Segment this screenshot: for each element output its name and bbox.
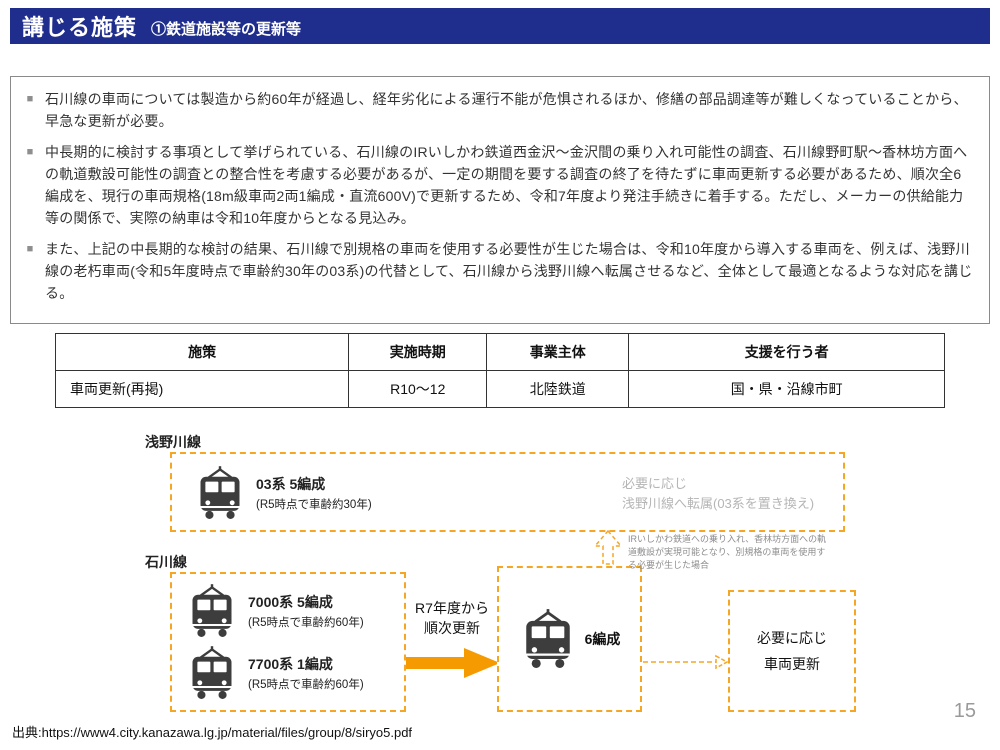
update-arrow-icon (406, 648, 500, 678)
train-text: 7000系 5編成 (R5時点で車齢約60年) (248, 592, 364, 630)
update-arrow-label: R7年度から 順次更新 (415, 600, 489, 636)
train-text: 7700系 1編成 (R5時点で車齢約60年) (248, 654, 364, 692)
ishikawa-line-label: 石川線 (145, 554, 187, 570)
new-fleet-box: 6編成 (497, 566, 642, 712)
bullet-item: ■ 石川線の車両については製造から約60年が経過し、経年劣化による運行不能が危惧… (23, 88, 975, 132)
train-name: 7700系 1編成 (248, 656, 333, 672)
bullet-text: 中長期的に検討する事項として挙げられている、石川線のIRいしかわ鉄道西金沢〜金沢… (45, 144, 968, 226)
train-name: 03系 5編成 (256, 476, 326, 492)
summary-box: ■ 石川線の車両については製造から約60年が経過し、経年劣化による運行不能が危惧… (10, 76, 990, 324)
table-header-supporters: 支援を行う者 (628, 333, 945, 371)
train-unit-03: 03系 5編成 (R5時点で車齢約30年) (194, 464, 372, 522)
bullet-item: ■ また、上記の中長期的な検討の結果、石川線で別規格の車両を使用する必要性が生じ… (23, 238, 975, 304)
table-cell-period: R10〜12 (348, 370, 488, 408)
future-update-arrow-icon (643, 654, 729, 670)
table-header-operator: 事業主体 (486, 333, 630, 371)
table-header-measure: 施策 (54, 333, 350, 371)
asanogawa-line-label: 浅野川線 (145, 434, 201, 450)
bullet-square-icon: ■ (26, 93, 34, 105)
table-cell-supporters: 国・県・沿線市町 (628, 370, 945, 408)
future-update-box: 必要に応じ 車両更新 (728, 590, 856, 712)
train-name: 7000系 5編成 (248, 594, 333, 610)
transfer-up-arrow-icon (593, 529, 623, 565)
train-age-note: (R5時点で車齢約60年) (248, 617, 364, 629)
fleet-diagram: 浅野川線 03系 5編成 (R5時点で車齢約30年) 必要に応じ 浅野川線へ転属… (0, 428, 1000, 718)
train-icon (194, 464, 246, 522)
bullet-text: また、上記の中長期的な検討の結果、石川線で別規格の車両を使用する必要性が生じた場… (45, 241, 973, 301)
table-row: 車両更新(再掲) R10〜12 北陸鉄道 国・県・沿線市町 (54, 370, 945, 408)
source-text: 出典:https://www4.city.kanazawa.lg.jp/mate… (12, 725, 413, 740)
train-icon (186, 644, 238, 702)
bullet-square-icon: ■ (26, 243, 34, 255)
ishikawa-box: 7000系 5編成 (R5時点で車齢約60年) 7700系 1編成 (R5時点で… (170, 572, 406, 712)
fleet-count-label: 6編成 (584, 631, 621, 647)
table-cell-measure: 車両更新(再掲) (54, 370, 350, 408)
table-cell-operator: 北陸鉄道 (486, 370, 630, 408)
page-subtitle: ①鉄道施設等の更新等 (151, 21, 302, 38)
train-icon (519, 607, 577, 671)
measures-table: 施策 実施時期 事業主体 支援を行う者 車両更新(再掲) R10〜12 北陸鉄道… (54, 333, 945, 408)
table-header-row: 施策 実施時期 事業主体 支援を行う者 (54, 333, 945, 371)
slide-header: 講じる施策 ①鉄道施設等の更新等 (10, 8, 990, 44)
train-age-note: (R5時点で車齢約30年) (256, 499, 372, 511)
page-number: 15 (953, 700, 976, 722)
asanogawa-box: 03系 5編成 (R5時点で車齢約30年) 必要に応じ 浅野川線へ転属(03系を… (170, 452, 845, 532)
condition-note: IRいしかわ鉄道への乗り入れ、香林坊方面への軌道敷設が実現可能となり、別規格の車… (628, 534, 827, 570)
train-icon (186, 582, 238, 640)
bullet-square-icon: ■ (26, 146, 34, 158)
train-age-note: (R5時点で車齢約60年) (248, 679, 364, 691)
future-update-label: 必要に応じ 車両更新 (757, 630, 827, 672)
page-title: 講じる施策 (22, 15, 138, 40)
transfer-note: 必要に応じ 浅野川線へ転属(03系を置き換え) (622, 476, 815, 511)
train-unit-7700: 7700系 1編成 (R5時点で車齢約60年) (186, 644, 390, 702)
bullet-item: ■ 中長期的に検討する事項として挙げられている、石川線のIRいしかわ鉄道西金沢〜… (23, 141, 975, 229)
train-text: 03系 5編成 (R5時点で車齢約30年) (256, 474, 372, 512)
bullet-text: 石川線の車両については製造から約60年が経過し、経年劣化による運行不能が危惧され… (45, 91, 968, 129)
train-unit-7000: 7000系 5編成 (R5時点で車齢約60年) (186, 582, 390, 640)
table-header-period: 実施時期 (348, 333, 488, 371)
